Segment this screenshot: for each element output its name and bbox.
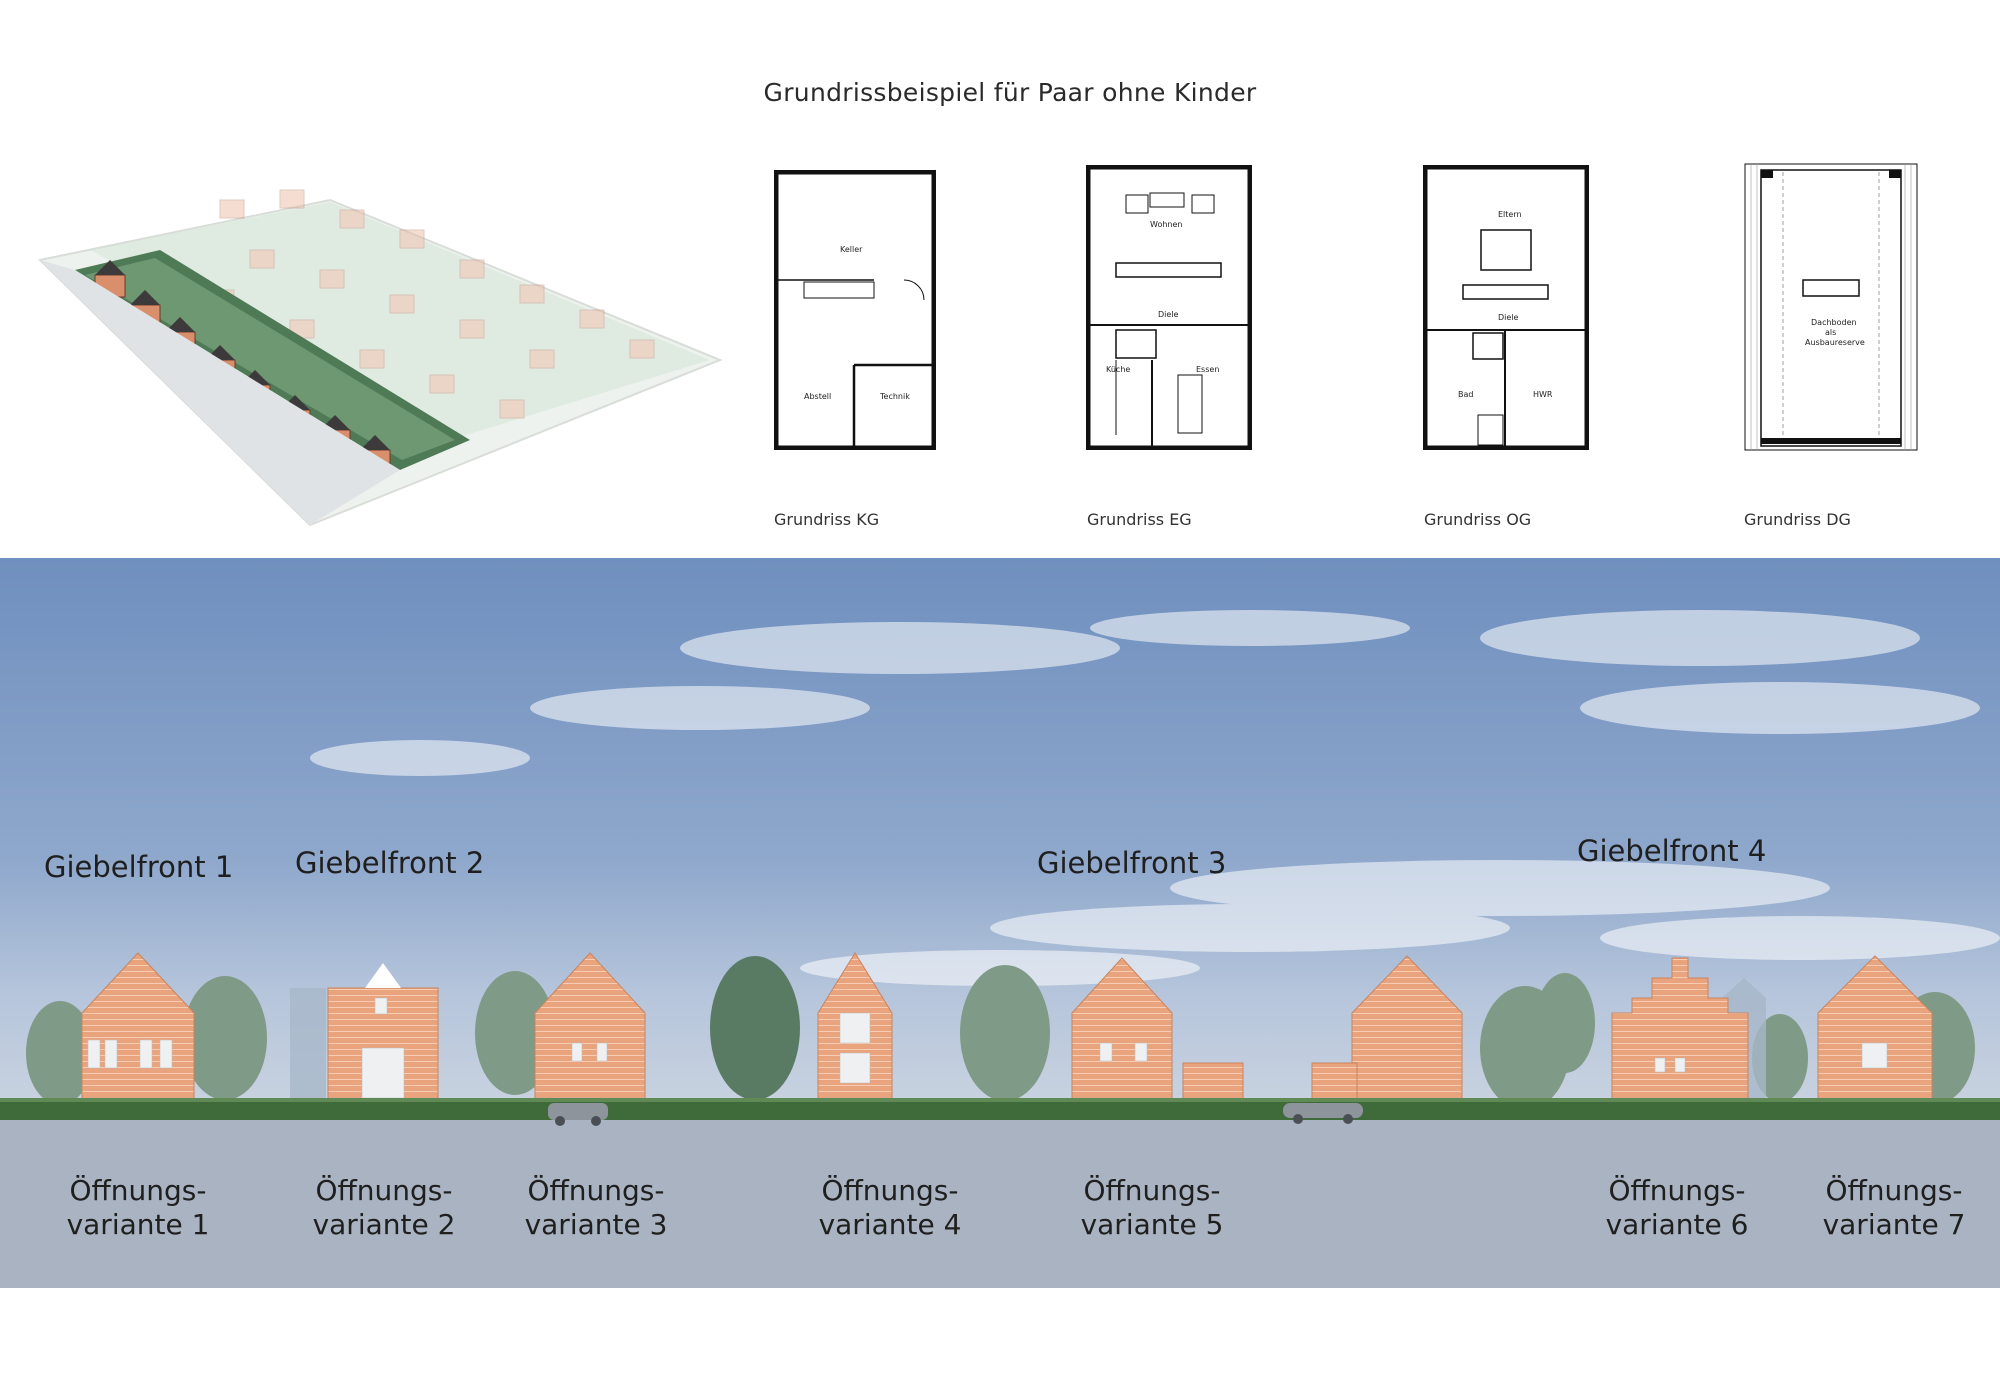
room-label: Bad [1458,390,1474,399]
room-label: HWR [1533,390,1553,399]
plan-caption-eg: Grundriss EG [1087,510,1192,529]
plan-caption-og: Grundriss OG [1424,510,1532,529]
variant-label-5: Öffnungs-variante 5 [1080,1174,1224,1241]
variant-label-3: Öffnungs-variante 3 [524,1174,668,1241]
room-label: Abstell [804,392,832,401]
floorplan-kg: Keller Abstell Technik [774,170,936,450]
room-label: als [1825,328,1837,337]
room-label: Technik [880,392,910,401]
floorplan-dg: Dachboden als Ausbaureserve [1743,162,1919,452]
street-elevation: Giebelfront 1 Giebelfront 2 Giebelfront … [0,558,2000,1288]
variant-label-4: Öffnungs-variante 4 [818,1174,962,1241]
room-label: Dachboden [1811,318,1857,327]
site-aerial-view [37,189,723,527]
floorplan-eg: Wohnen Diele Küche Essen [1086,165,1252,450]
giebelfront-label-2: Giebelfront 2 [295,846,485,880]
giebelfront-label-3: Giebelfront 3 [1037,846,1227,880]
room-label: Ausbaureserve [1805,338,1865,347]
variant-label-6: Öffnungs-variante 6 [1605,1174,1749,1241]
variant-label-1: Öffnungs-variante 1 [66,1174,210,1241]
room-label: Essen [1196,365,1220,374]
variant-label-7: Öffnungs-variante 7 [1822,1174,1966,1241]
floorplan-og: Eltern Diele Bad HWR [1423,165,1589,450]
room-label: Wohnen [1150,220,1183,229]
page-title: Grundrissbeispiel für Paar ohne Kinder [763,78,1257,107]
giebelfront-label-4: Giebelfront 4 [1577,834,1767,868]
plan-caption-kg: Grundriss KG [774,510,880,529]
room-label: Diele [1498,313,1519,322]
room-label: Keller [840,245,863,254]
room-label: Diele [1158,310,1179,319]
room-label: Eltern [1498,210,1522,219]
room-label: Küche [1106,365,1131,374]
giebelfront-label-1: Giebelfront 1 [44,850,234,884]
variant-label-2: Öffnungs-variante 2 [312,1174,456,1241]
plan-caption-dg: Grundriss DG [1744,510,1851,529]
